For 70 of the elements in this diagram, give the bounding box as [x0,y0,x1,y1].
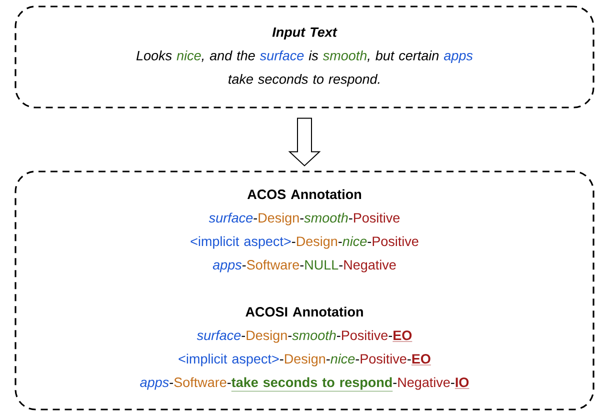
annotation-line: <implicit aspect>-Design-nice-Positive-EO [178,354,432,366]
node-label: apps [444,52,473,64]
node-label: - [338,242,342,243]
node-label: smooth [292,330,336,340]
node-label: Looks [136,50,172,60]
node-label: Positive [342,330,388,340]
node-label: Positive [360,354,406,364]
node-label: - [288,336,292,337]
text-box [14,6,594,108]
node-label: surface [260,50,304,60]
node-label: Design [296,236,338,249]
node-label: is [308,50,318,60]
node-label: IO [456,378,469,388]
node-label: Software [174,377,226,388]
annotation-line: apps-Software-NULL-Negative [212,260,396,272]
node-label: - [326,359,330,360]
node-label: Design [246,330,287,343]
node-label: - [292,242,296,243]
annotation-line: apps-Software-take seconds to respond-Negative-IO [140,377,470,392]
node-label: , but certain [367,50,439,62]
node-label: take seconds to respond [232,377,392,390]
node-label: smooth [304,212,348,223]
node-label: - [242,336,245,337]
node-label: Positive [354,212,400,223]
text-box [14,170,594,410]
node-label: NULL [305,260,338,270]
node-label: - [393,382,397,384]
heading: ACOS Annotation [247,189,362,200]
node-label: surface [208,212,253,223]
node-label: - [242,265,246,266]
node-label: - [336,336,340,337]
node-label: nice [342,236,367,246]
heading: Input Text [272,27,338,40]
node-label: , and the [202,50,255,62]
node-label: EO [394,330,412,340]
node-label: - [170,382,173,384]
node-label: apps [212,262,242,272]
node-label: - [408,359,411,360]
node-label: - [368,242,372,243]
node-label: Negative [344,260,396,272]
node-label: smooth [322,50,367,60]
annotation-line: <implicit aspect>-Design-nice-Positive [190,236,418,249]
node-label: <implicit aspect> [178,354,279,366]
node-label: - [254,218,257,220]
block-arrow [288,118,321,166]
annotation-line: surface-Design-smooth-Positive-EO [196,330,412,343]
node-label: - [339,265,343,266]
heading: ACOSI Annotation [246,306,363,317]
node-label: EO [412,354,430,364]
node-label: Design [284,354,326,366]
node-label: surface [196,330,241,340]
node-label: Negative [398,377,450,390]
node-label: - [356,359,360,360]
node-label: - [300,265,304,266]
node-label: - [348,218,352,220]
input-sentence: Looks nice, and the surface is smooth, but certain apps take seconds to respond. [136,50,473,87]
node-label: - [388,336,392,337]
node-label: - [280,359,284,360]
node-label: Software [246,260,300,270]
node-label: Positive [372,236,418,246]
node-label: nice [176,50,201,60]
node-label: <implicit aspect> [190,236,291,249]
node-label: - [451,382,454,384]
node-label: nice [330,354,355,364]
node-label: take seconds to respond. [228,74,380,87]
annotation-line: surface-Design-smooth-Positive [208,212,400,226]
node-label: Design [258,212,299,226]
node-label: - [300,218,304,220]
node-label: - [227,382,231,384]
node-label: apps [140,380,169,390]
